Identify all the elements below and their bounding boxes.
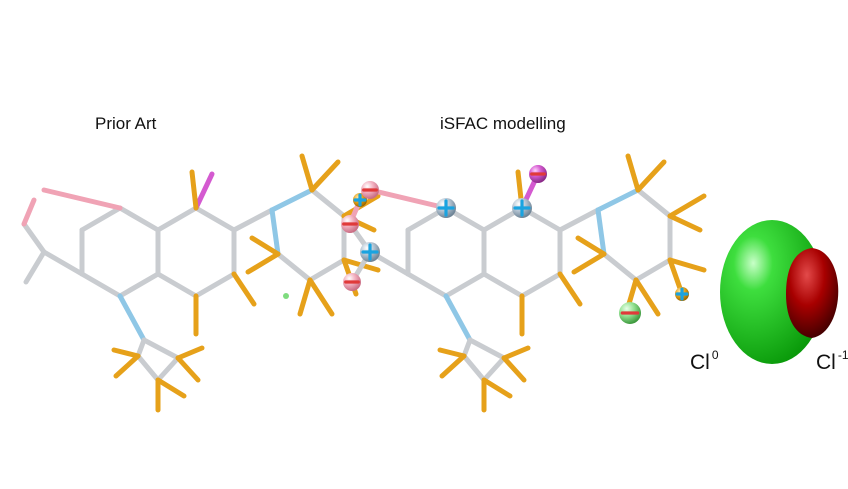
bond-26: [601, 251, 639, 283]
bond-21: [231, 207, 275, 233]
prior-art-chloride-dot: [283, 293, 289, 299]
chlorine-neutral-charge: 0: [711, 348, 719, 362]
bond-0: [79, 205, 123, 233]
hydrogen-bond-12: [633, 277, 661, 317]
prior-art-title: Prior Art: [95, 114, 157, 133]
isfac-molecule: [347, 153, 707, 413]
bond-13: [23, 249, 47, 285]
bond-15: [367, 187, 449, 211]
bond-19: [461, 353, 487, 383]
isfac-charged-atoms: [341, 165, 689, 324]
hydrogen-bond-11: [297, 277, 313, 317]
bond-23: [635, 187, 673, 219]
hydrogen-bond-9: [667, 257, 707, 273]
hydrogen-bond-20: [439, 353, 467, 379]
hydrogen-bond-19: [437, 347, 467, 359]
chlorine-anion-charge: -1: [837, 348, 848, 362]
isfac-title: iSFAC modelling: [440, 114, 566, 133]
hydrogen-bond-13: [245, 251, 281, 275]
bond-23: [309, 187, 347, 219]
bond-20: [461, 337, 473, 359]
hydrogen-bond-18: [155, 377, 187, 399]
chlorine-anion-symbol: Cl: [816, 351, 836, 374]
bond-25: [307, 257, 347, 283]
bond-26: [275, 251, 313, 283]
chlorine-neutral-symbol: Cl: [690, 351, 710, 374]
bond-10: [155, 271, 199, 299]
chlorine-anion-label: Cl-1: [816, 348, 848, 375]
hydrogen-bond-1: [557, 271, 583, 307]
bond-1: [117, 205, 161, 233]
bond-6: [155, 205, 199, 233]
chlorine-sphere-model: [720, 220, 839, 364]
hydrogen-bond-7: [667, 193, 707, 219]
bond-16: [117, 293, 147, 343]
hydrogen-bond-16: [501, 355, 527, 383]
hydrogen-bond-1: [231, 271, 257, 307]
bond-19: [135, 353, 161, 383]
bond-11: [41, 249, 85, 277]
hydrogen-bond-8: [667, 213, 703, 233]
hydrogen-bond-19: [111, 347, 141, 359]
bond-18: [155, 355, 181, 383]
bond-25: [633, 257, 673, 283]
hydrogen-bond-13: [571, 251, 607, 275]
fluorine-bond: [193, 171, 215, 211]
hydrogen-bond-20: [113, 353, 141, 379]
bond-15: [41, 187, 123, 211]
hydrogen-bond-6: [309, 159, 341, 193]
bond-21: [557, 207, 601, 233]
bond-9: [193, 271, 237, 299]
hydrogen-bond-18: [481, 377, 513, 399]
hydrogen-bond-14: [575, 235, 607, 257]
bond-9: [519, 271, 563, 299]
bond-3: [443, 271, 487, 299]
bond-4: [79, 271, 123, 299]
hydrogen-bond-6: [635, 159, 667, 193]
bond-17: [467, 337, 507, 361]
hydrogen-bond-12: [307, 277, 335, 317]
bond-18: [481, 355, 507, 383]
hydrogen-bond-16: [175, 355, 201, 383]
bond-3: [117, 271, 161, 299]
bond-27: [269, 207, 281, 257]
hydrogen-bond-0: [189, 169, 199, 211]
hydrogen-bond-15: [175, 345, 205, 361]
bond-10: [481, 271, 525, 299]
chlorine-anion-hemisphere: [786, 248, 839, 338]
bond-16: [443, 293, 473, 343]
bond-22: [269, 187, 315, 213]
bond-7: [193, 205, 237, 233]
hydrogen-bond-14: [249, 235, 281, 257]
bond-22: [595, 187, 641, 213]
hydrogen-bond-15: [501, 345, 531, 361]
bond-12: [21, 221, 47, 255]
bond-4: [405, 271, 449, 299]
prior-art-molecule: [21, 153, 381, 413]
bond-17: [141, 337, 181, 361]
hydrogen-bond-5: [299, 153, 315, 193]
bond-20: [135, 337, 147, 359]
bond-14: [21, 197, 37, 227]
bond-27: [595, 207, 607, 257]
hydrogen-bond-5: [625, 153, 641, 193]
